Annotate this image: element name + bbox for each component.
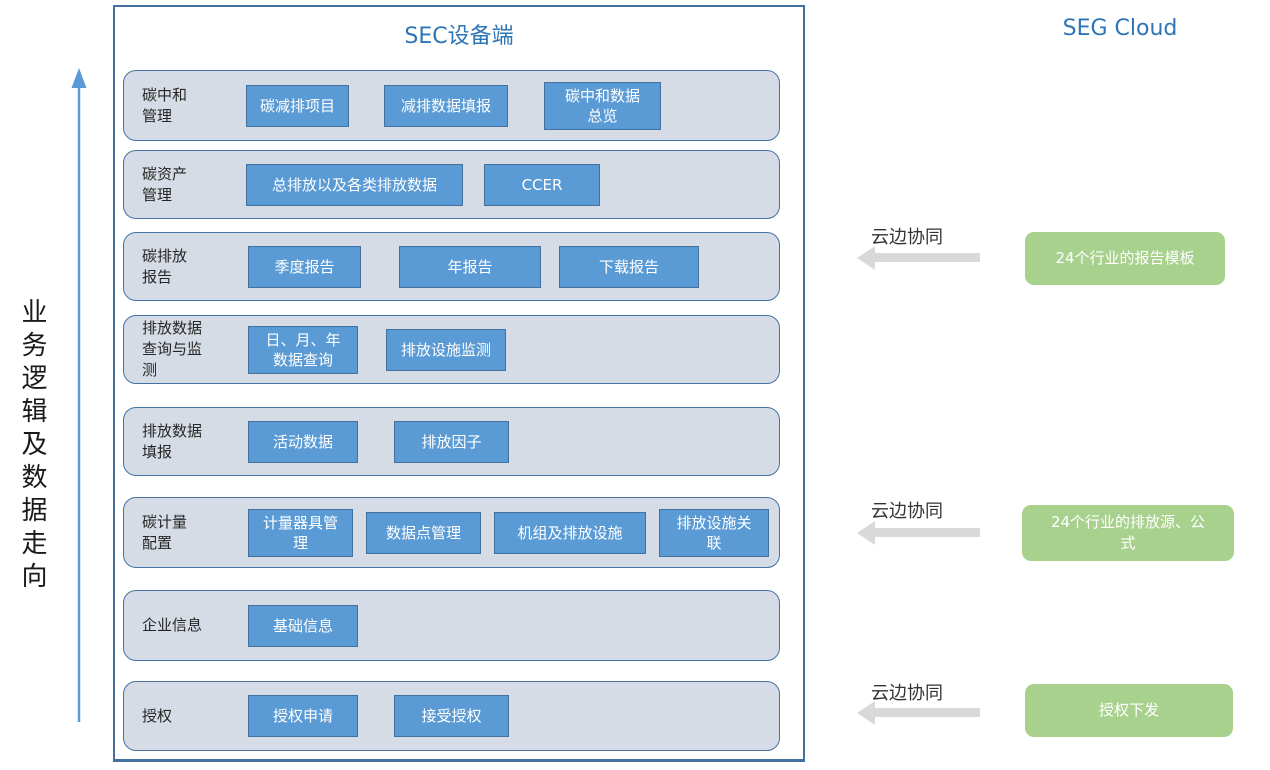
module-button: 碳减排项目 [246,84,349,127]
row-label: 授权 [142,706,173,725]
row-label: 碳计量 配置 [142,512,188,552]
module-button: 日、月、年 数据查询 [248,325,358,374]
left-arrow-body [874,708,980,717]
row-label: 排放数据 查询与监 测 [142,319,203,379]
module-button: 基础信息 [248,604,358,647]
module-button: 排放设施监测 [386,328,506,371]
module-button: 授权申请 [248,695,358,737]
row-label: 碳排放 报告 [142,246,188,286]
row-enterprise-info: 企业信息 基础信息 [123,590,780,661]
module-button: 年报告 [399,245,541,288]
module-button: 下载报告 [559,245,699,288]
module-button: 总排放以及各类排放数据 [246,163,463,206]
flow-direction-up-arrow-icon [71,68,87,722]
module-button: 排放设施关 联 [659,508,769,557]
cloud-box-report-templates: 24个行业的报告模板 [1025,232,1225,285]
left-arrow-icon [857,701,875,725]
left-arrow-body [874,253,980,262]
module-button: 计量器具管 理 [248,508,353,557]
left-arrow-icon [857,521,875,545]
row-carbon-metering-config: 碳计量 配置 计量器具管 理 数据点管理 机组及排放设施 排放设施关 联 [123,497,780,568]
module-button: 活动数据 [248,420,358,463]
row-carbon-neutrality: 碳中和 管理 碳减排项目 减排数据填报 碳中和数据 总览 [123,70,780,141]
sec-device-panel: SEC设备端 碳中和 管理 碳减排项目 减排数据填报 碳中和数据 总览 碳资产 … [113,5,805,762]
cloud-box-authorization-dispatch: 授权下发 [1025,684,1233,737]
row-label: 排放数据 填报 [142,421,203,461]
business-flow-label: 业务逻辑及数据走向 [17,298,47,595]
seg-cloud-title: SEG Cloud [1062,16,1178,41]
left-arrow-body [874,528,980,537]
row-label: 碳中和 管理 [142,85,188,125]
row-label: 企业信息 [142,616,203,634]
sync-label: 云边协同 [871,227,943,248]
module-button: 接受授权 [394,695,509,737]
module-button: 排放因子 [394,420,509,463]
module-button: 机组及排放设施 [494,511,646,554]
sync-label: 云边协同 [871,501,943,522]
module-button: 数据点管理 [366,511,481,554]
sec-device-title: SEC设备端 [404,24,514,49]
cloud-box-emission-sources: 24个行业的排放源、公 式 [1022,505,1234,561]
row-emission-data-query: 排放数据 查询与监 测 日、月、年 数据查询 排放设施监测 [123,315,780,384]
sync-label: 云边协同 [871,683,943,704]
left-arrow-icon [857,246,875,270]
module-button: 季度报告 [248,245,361,288]
row-label: 碳资产 管理 [142,164,188,204]
row-authorization: 授权 授权申请 接受授权 [123,681,780,751]
module-button: CCER [484,163,600,206]
row-carbon-emission-report: 碳排放 报告 季度报告 年报告 下载报告 [123,232,780,301]
module-button: 碳中和数据 总览 [544,81,661,130]
row-carbon-asset: 碳资产 管理 总排放以及各类排放数据 CCER [123,150,780,219]
row-emission-data-entry: 排放数据 填报 活动数据 排放因子 [123,407,780,476]
module-button: 减排数据填报 [384,84,508,127]
